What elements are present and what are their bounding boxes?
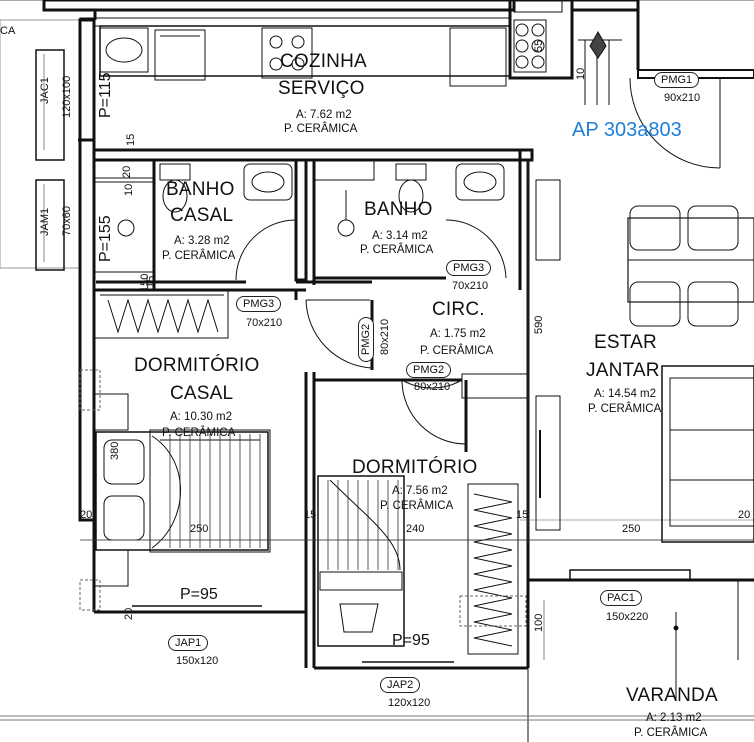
sofa bbox=[661, 365, 754, 543]
dim-p115: P=115 bbox=[97, 72, 114, 118]
apartment-code: AP 303a803 bbox=[572, 119, 682, 141]
door-tag-pmg3-b: PMG3 bbox=[446, 260, 492, 277]
room-estar-name-2: JANTAR bbox=[586, 360, 660, 381]
sink-banho bbox=[455, 163, 505, 201]
door-size-pmg3-a: 70x210 bbox=[246, 317, 283, 329]
room-banho-floor: P. CERÂMICA bbox=[360, 244, 434, 256]
door-size-pac1: 150x220 bbox=[606, 611, 649, 623]
dim-20-d: 20 bbox=[123, 607, 135, 620]
door-tag-pmg3-a: PMG3 bbox=[236, 296, 282, 313]
dim-p95-a: P=95 bbox=[180, 586, 218, 603]
window-jac1 bbox=[35, 49, 65, 161]
bed-single bbox=[317, 475, 405, 647]
dim-20-b: 20 bbox=[738, 509, 751, 521]
toilet-casal bbox=[162, 179, 188, 213]
dim-380: 380 bbox=[109, 441, 121, 460]
window-size-jap2: 120x120 bbox=[388, 697, 431, 709]
room-banho-name: BANHO bbox=[364, 199, 433, 220]
bed-casal bbox=[95, 431, 269, 551]
room-estar-floor: P. CERÂMICA bbox=[588, 403, 662, 415]
window-tag-jap2: JAP2 bbox=[380, 677, 421, 694]
door-size-pmg2-a: 80x210 bbox=[379, 318, 391, 355]
door-size-pmg2-b: 80x210 bbox=[414, 381, 451, 393]
window-tag-jac1: JAC1 bbox=[39, 77, 51, 104]
kitchen-sink bbox=[99, 27, 149, 73]
dim-20-c: 20 bbox=[121, 165, 133, 178]
door-tag-pmg2-b: PMG2 bbox=[406, 362, 452, 379]
room-banho-casal-area: A: 3.28 m2 bbox=[174, 235, 230, 247]
room-cozinha-area: A: 7.62 m2 bbox=[296, 109, 352, 121]
room-dormitorio-floor: P. CERÂMICA bbox=[380, 500, 454, 512]
dim-10-a: 10 bbox=[123, 183, 135, 196]
door-tag-pac1: PAC1 bbox=[600, 590, 642, 607]
toilet-banho bbox=[398, 179, 424, 213]
room-dormitorio-area: A: 7.56 m2 bbox=[392, 485, 448, 497]
dim-250-b: 250 bbox=[622, 523, 641, 535]
window-tag-jam1: JAM1 bbox=[39, 207, 51, 236]
window-jam1 bbox=[35, 179, 65, 271]
dim-55: 55 bbox=[533, 39, 545, 52]
wardrobe-casal bbox=[93, 289, 229, 339]
door-size-pmg1: 90x210 bbox=[664, 92, 701, 104]
dim-15-c: 15 bbox=[516, 509, 529, 521]
window-size-jap1: 150x120 bbox=[176, 655, 219, 667]
dim-15-a: 15 bbox=[125, 133, 137, 146]
left-wall bbox=[78, 18, 96, 522]
dim-590: 590 bbox=[533, 315, 545, 334]
stove bbox=[154, 29, 206, 81]
door-tag-pmg2-a: PMG2 bbox=[358, 316, 375, 362]
window-size-jam1: 70x60 bbox=[61, 206, 73, 236]
room-cozinha-floor: P. CERÂMICA bbox=[284, 123, 358, 135]
room-cozinha-name: COZINHA bbox=[280, 51, 367, 72]
window-size-jac1: 120x100 bbox=[61, 75, 73, 118]
room-cozinha-name-2: SERVIÇO bbox=[278, 78, 365, 99]
dim-p155: P=155 bbox=[97, 215, 114, 262]
room-varanda-name: VARANDA bbox=[626, 685, 718, 706]
room-dorm-casal-floor: P. CERÂMICA bbox=[162, 427, 236, 439]
room-dorm-casal-name-2: CASAL bbox=[170, 383, 234, 404]
dim-240: 240 bbox=[406, 523, 425, 535]
room-banho-casal-name-2: CASAL bbox=[170, 205, 234, 226]
dim-100: 100 bbox=[533, 613, 545, 632]
room-banho-casal-floor: P. CERÂMICA bbox=[162, 250, 236, 262]
dim-20-a: 20 bbox=[80, 509, 93, 521]
door-size-pmg3-b: 70x210 bbox=[452, 280, 489, 292]
room-banho-casal-name: BANHO bbox=[166, 179, 235, 200]
room-varanda-floor: P. CERÂMICA bbox=[634, 727, 708, 739]
room-estar-area: A: 14.54 m2 bbox=[594, 388, 657, 400]
room-dorm-casal-name: DORMITÓRIO bbox=[134, 355, 260, 376]
room-banho-area: A: 3.14 m2 bbox=[372, 230, 428, 242]
room-varanda-area: A: 2.13 m2 bbox=[646, 712, 702, 724]
room-dormitorio-name: DORMITÓRIO bbox=[352, 457, 478, 478]
door-tag-pmg1: PMG1 bbox=[654, 72, 700, 89]
cooktop bbox=[261, 27, 313, 79]
wardrobe-dorm bbox=[467, 483, 519, 655]
dim-15-b: 15 bbox=[304, 509, 317, 521]
sink-casal bbox=[243, 163, 293, 201]
dim-15-d: 15 bbox=[145, 275, 157, 288]
left-edge-label: CA bbox=[0, 25, 16, 37]
tv-rack bbox=[535, 395, 561, 531]
room-circ-area: A: 1.75 m2 bbox=[430, 328, 486, 340]
room-estar-name: ESTAR bbox=[594, 332, 657, 353]
top-wall bbox=[42, 0, 516, 12]
room-circ-name: CIRC. bbox=[432, 299, 485, 320]
dim-10-b: 10 bbox=[575, 67, 587, 80]
dim-p95-b: P=95 bbox=[392, 632, 430, 649]
dim-250-a: 250 bbox=[190, 523, 209, 535]
service-area bbox=[508, 0, 574, 80]
window-tag-jap1: JAP1 bbox=[168, 635, 209, 652]
room-dorm-casal-area: A: 10.30 m2 bbox=[170, 411, 233, 423]
room-circ-floor: P. CERÂMICA bbox=[420, 345, 494, 357]
